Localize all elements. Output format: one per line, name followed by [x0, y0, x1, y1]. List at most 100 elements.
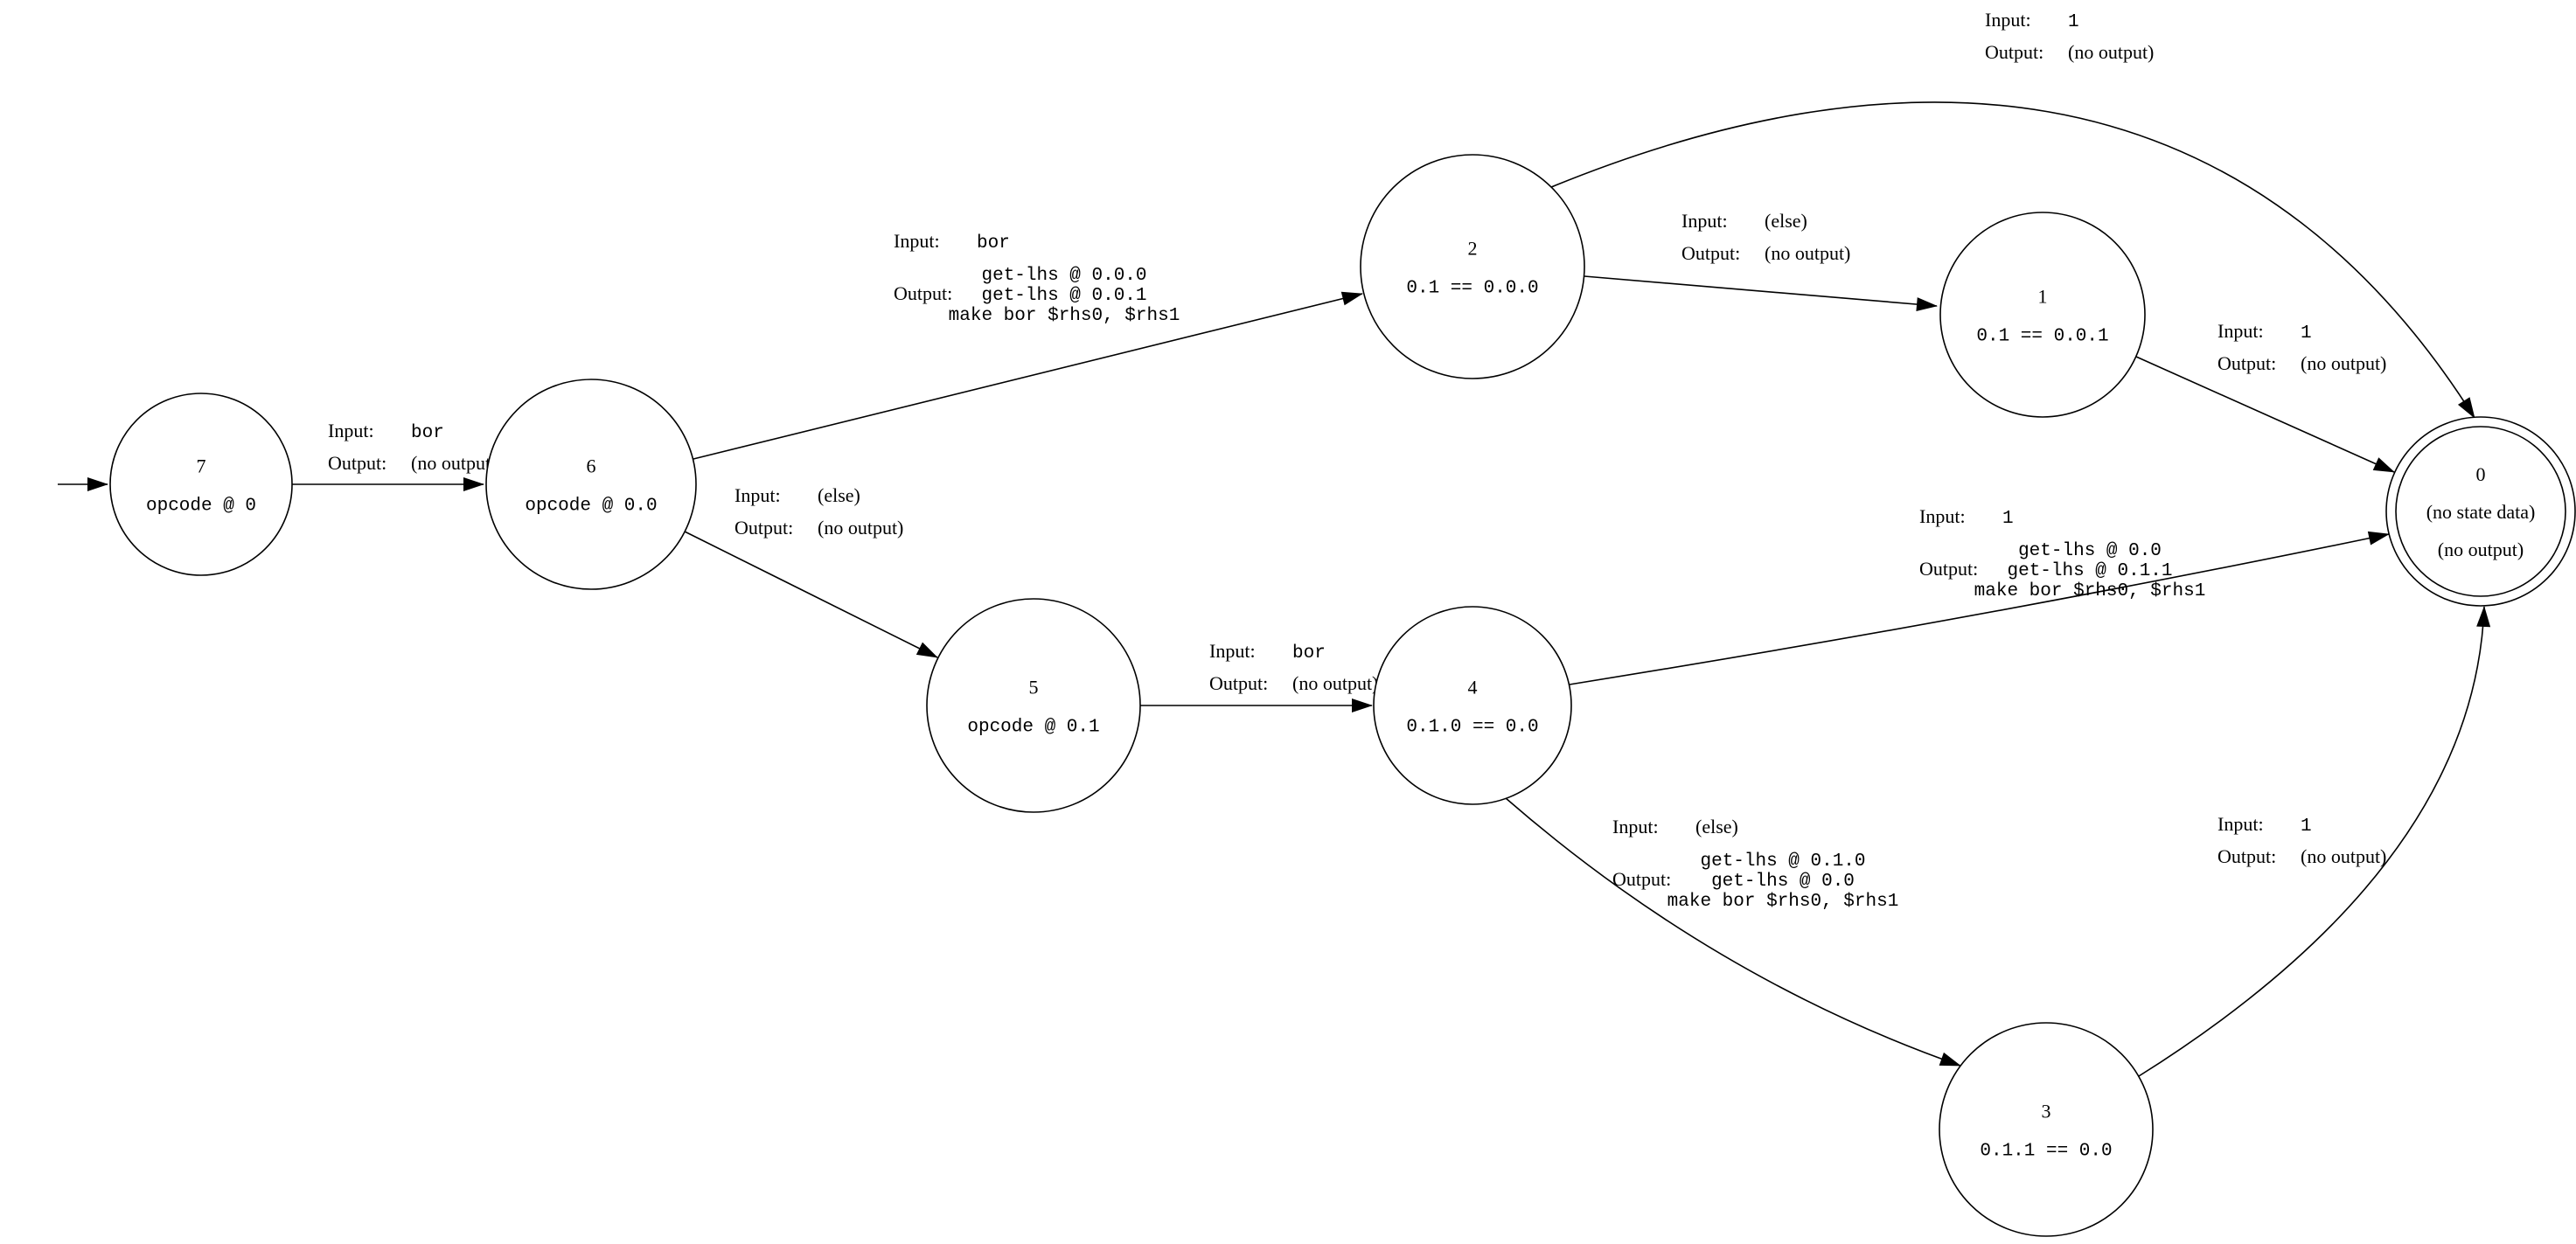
- edge-input-key: Input:: [2217, 320, 2264, 342]
- state-body-line: (no output): [2438, 539, 2524, 560]
- state-body-line: opcode @ 0.1: [967, 718, 1099, 738]
- states-layer: 7 opcode @ 0 6 opcode @ 0.0 2 0.1 == 0.0.0 1 0.…: [109, 154, 2576, 1237]
- edge-output-value: (no output): [2068, 41, 2154, 63]
- state-circle-7: [109, 393, 293, 576]
- state-id-label: 7: [197, 455, 206, 477]
- edge-path-4-0: [1569, 531, 2390, 685]
- state-node-3: 3 0.1.1 == 0.0: [1939, 1022, 2154, 1237]
- edge-path-3-0: [2138, 606, 2491, 1077]
- state-node-0: 0 (no state data) (no output): [2385, 416, 2576, 607]
- state-id-label: 4: [1468, 677, 1478, 698]
- state-node-7: 7 opcode @ 0: [109, 393, 293, 576]
- edge-input-key: Input:: [1681, 210, 1728, 232]
- edge-2-1: Input: (else) Output: (no output): [1584, 210, 1938, 312]
- state-circle-2: [1360, 154, 1585, 379]
- edge-input-key: Input:: [1612, 816, 1659, 837]
- edge-input-key: Input:: [2217, 813, 2264, 835]
- state-circle-5: [926, 598, 1141, 813]
- edge-input-value: (else): [1765, 210, 1807, 232]
- state-id-label: 6: [587, 455, 596, 477]
- edge-output-value: (no output): [411, 452, 497, 474]
- state-body-line: 0.1 == 0.0.1: [1976, 327, 2108, 347]
- edge-output-key: Output:: [1209, 672, 1268, 694]
- edge-output-key: Output:: [735, 517, 793, 539]
- edge-output-value: make bor $rhs0, $rhs1: [949, 306, 1180, 326]
- edge-output-value: make bor $rhs0, $rhs1: [1667, 892, 1899, 912]
- edge-input-key: Input:: [894, 230, 940, 252]
- edge-path-1-0: [2135, 356, 2395, 473]
- edge-path-6-5: [684, 531, 938, 658]
- edge-6-5: Input: (else) Output: (no output): [684, 484, 938, 658]
- edge-output-value: (no output): [2301, 845, 2386, 867]
- edge-output-value: get-lhs @ 0.0: [2018, 541, 2162, 561]
- edge-output-key: Output:: [1681, 242, 1740, 264]
- state-circle-1: [1939, 212, 2146, 418]
- edge-input-value: 1: [2002, 509, 2014, 529]
- state-id-label: 1: [2038, 286, 2048, 308]
- edge-output-value: (no output): [2301, 352, 2386, 374]
- edge-input-value: bor: [977, 233, 1010, 254]
- state-body-line: 0.1.0 == 0.0: [1406, 718, 1538, 738]
- edge-input-key: Input:: [328, 420, 374, 441]
- edge-input-key: Input:: [1919, 505, 1966, 527]
- edge-output-key: Output:: [1612, 868, 1671, 890]
- edge-output-value: (no output): [1292, 672, 1378, 694]
- edge-output-value: get-lhs @ 0.0: [1711, 872, 1855, 892]
- state-circle-4: [1373, 606, 1572, 805]
- state-inner-circle-0: [2395, 426, 2566, 597]
- state-id-label: 0: [2476, 463, 2486, 485]
- edge-output-key: Output:: [328, 452, 386, 474]
- edge-output-value: get-lhs @ 0.0.1: [981, 286, 1146, 306]
- edge-input-value: 1: [2301, 817, 2312, 837]
- edge-path-6-2: [693, 291, 1363, 460]
- edge-input-key: Input:: [1985, 9, 2031, 31]
- edge-input-value: (else): [818, 484, 860, 506]
- state-node-4: 4 0.1.0 == 0.0: [1373, 606, 1572, 805]
- state-node-5: 5 opcode @ 0.1: [926, 598, 1141, 813]
- edge-output-value: make bor $rhs0, $rhs1: [1974, 581, 2206, 601]
- edge-output-value: get-lhs @ 0.0.0: [981, 266, 1146, 286]
- edge-output-key: Output:: [2217, 352, 2276, 374]
- edge-input-value: bor: [1292, 643, 1326, 664]
- edge-input-value: bor: [411, 423, 444, 443]
- state-node-1: 1 0.1 == 0.0.1: [1939, 212, 2146, 418]
- edge-input-key: Input:: [735, 484, 781, 506]
- edge-output-key: Output:: [1985, 41, 2043, 63]
- state-circle-3: [1939, 1022, 2154, 1237]
- edge-output-key: Output:: [894, 282, 952, 304]
- state-body-line: opcode @ 0: [146, 497, 256, 517]
- state-body-line: 0.1.1 == 0.0: [1980, 1142, 2112, 1162]
- state-body-line: (no state data): [2426, 501, 2536, 523]
- state-body-line: 0.1 == 0.0.0: [1406, 279, 1538, 299]
- edge-input-value: 1: [2068, 12, 2079, 32]
- edge-path-2-1: [1584, 275, 1938, 312]
- edge-output-value: (no output): [818, 517, 903, 539]
- edge-input-value: (else): [1695, 816, 1738, 837]
- edge-input-key: Input:: [1209, 640, 1256, 662]
- edge-input-value: 1: [2301, 323, 2312, 344]
- state-body-line: opcode @ 0.0: [525, 497, 657, 517]
- edge-path-4-3: [1505, 797, 1961, 1067]
- state-circle-6: [485, 379, 697, 590]
- state-circle-0: [2385, 416, 2576, 607]
- state-id-label: 2: [1468, 238, 1478, 260]
- edge-output-value: get-lhs @ 0.1.1: [2007, 561, 2172, 581]
- edge-output-key: Output:: [1919, 558, 1978, 580]
- state-id-label: 5: [1029, 677, 1039, 698]
- edge-output-value: get-lhs @ 0.1.0: [1700, 851, 1865, 872]
- edge-path-2-0: [1550, 101, 2475, 419]
- state-id-label: 3: [2042, 1101, 2051, 1122]
- edge-output-value: (no output): [1765, 242, 1850, 264]
- edge-output-key: Output:: [2217, 845, 2276, 867]
- state-node-6: 6 opcode @ 0.0: [485, 379, 697, 590]
